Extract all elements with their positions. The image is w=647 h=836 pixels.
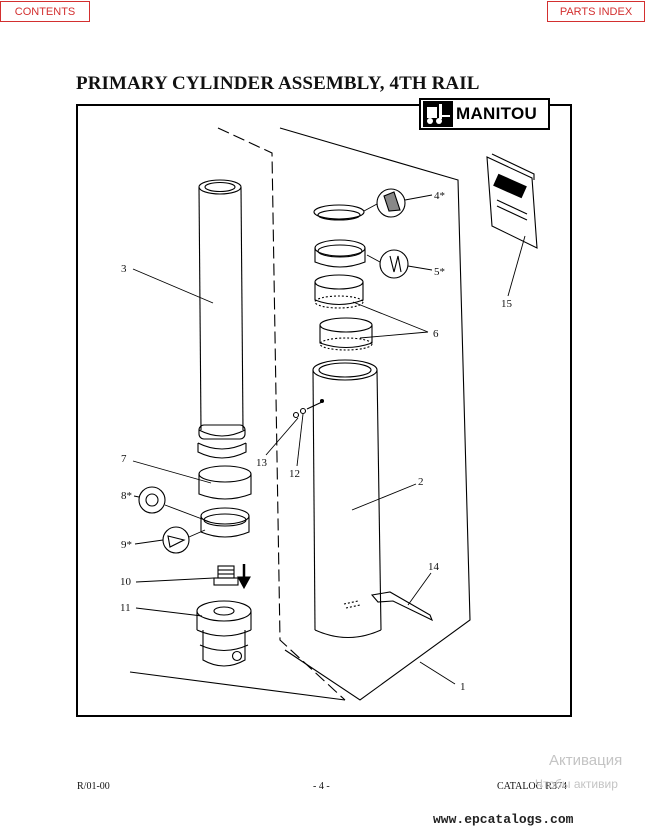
site-url[interactable]: www.epcatalogs.com — [433, 812, 574, 827]
footer-catalog: CATALOG R374 — [497, 781, 568, 792]
part-6-bearing-upper — [314, 274, 364, 309]
part-11-piston-head — [196, 600, 252, 667]
callout-1: 1 — [460, 681, 466, 693]
part-3-tube — [197, 179, 247, 459]
part-10-fitting — [213, 565, 239, 586]
footer-date: R/01-00 — [77, 781, 110, 792]
callout-12: 12 — [289, 468, 300, 480]
part-6-bearing-lower — [319, 317, 373, 351]
down-arrow-icon — [237, 564, 251, 590]
part-2-barrel — [312, 359, 382, 638]
footer-page-number: - 4 - — [313, 781, 330, 792]
detail-bubble-8 — [138, 486, 166, 514]
assembly-guide-line — [217, 127, 346, 701]
callout-7: 7 — [121, 453, 127, 465]
callout-9: 9* — [121, 539, 132, 551]
part-12-13-screws — [292, 398, 325, 419]
activation-watermark-title: Активация — [549, 752, 623, 769]
callout-14: 14 — [428, 561, 439, 573]
callout-5: 5* — [434, 266, 445, 278]
activation-watermark-subtitle: Чтобы активир — [535, 777, 618, 791]
detail-bubble-5 — [379, 249, 409, 279]
manitou-logo: MANITOU — [419, 98, 550, 130]
callout-6: 6 — [433, 328, 439, 340]
part-15-booklet — [486, 153, 538, 249]
logo-brand-text: MANITOU — [456, 104, 538, 123]
part-14-bracket — [370, 591, 434, 622]
part-7-bearing — [198, 465, 252, 500]
callout-2: 2 — [418, 476, 424, 488]
detail-bubble-4 — [376, 188, 406, 218]
callout-13: 13 — [256, 457, 267, 469]
forklift-icon — [423, 101, 453, 127]
contents-button[interactable]: CONTENTS — [0, 1, 90, 22]
leader-lines — [132, 194, 526, 685]
part-8-9-seals — [200, 507, 250, 538]
callout-3: 3 — [121, 263, 127, 275]
parts-index-button[interactable]: PARTS INDEX — [547, 1, 645, 22]
callout-8: 8* — [121, 490, 132, 502]
callout-11: 11 — [120, 602, 131, 614]
part-4-ring — [313, 204, 365, 221]
part-5-seal — [314, 239, 366, 268]
cylinder-group-outline — [279, 127, 471, 701]
callout-4: 4* — [434, 190, 445, 202]
callout-10: 10 — [120, 576, 131, 588]
page-title: PRIMARY CYLINDER ASSEMBLY, 4TH RAIL — [76, 73, 480, 94]
callout-15: 15 — [501, 298, 512, 310]
diagram-frame — [76, 104, 572, 717]
